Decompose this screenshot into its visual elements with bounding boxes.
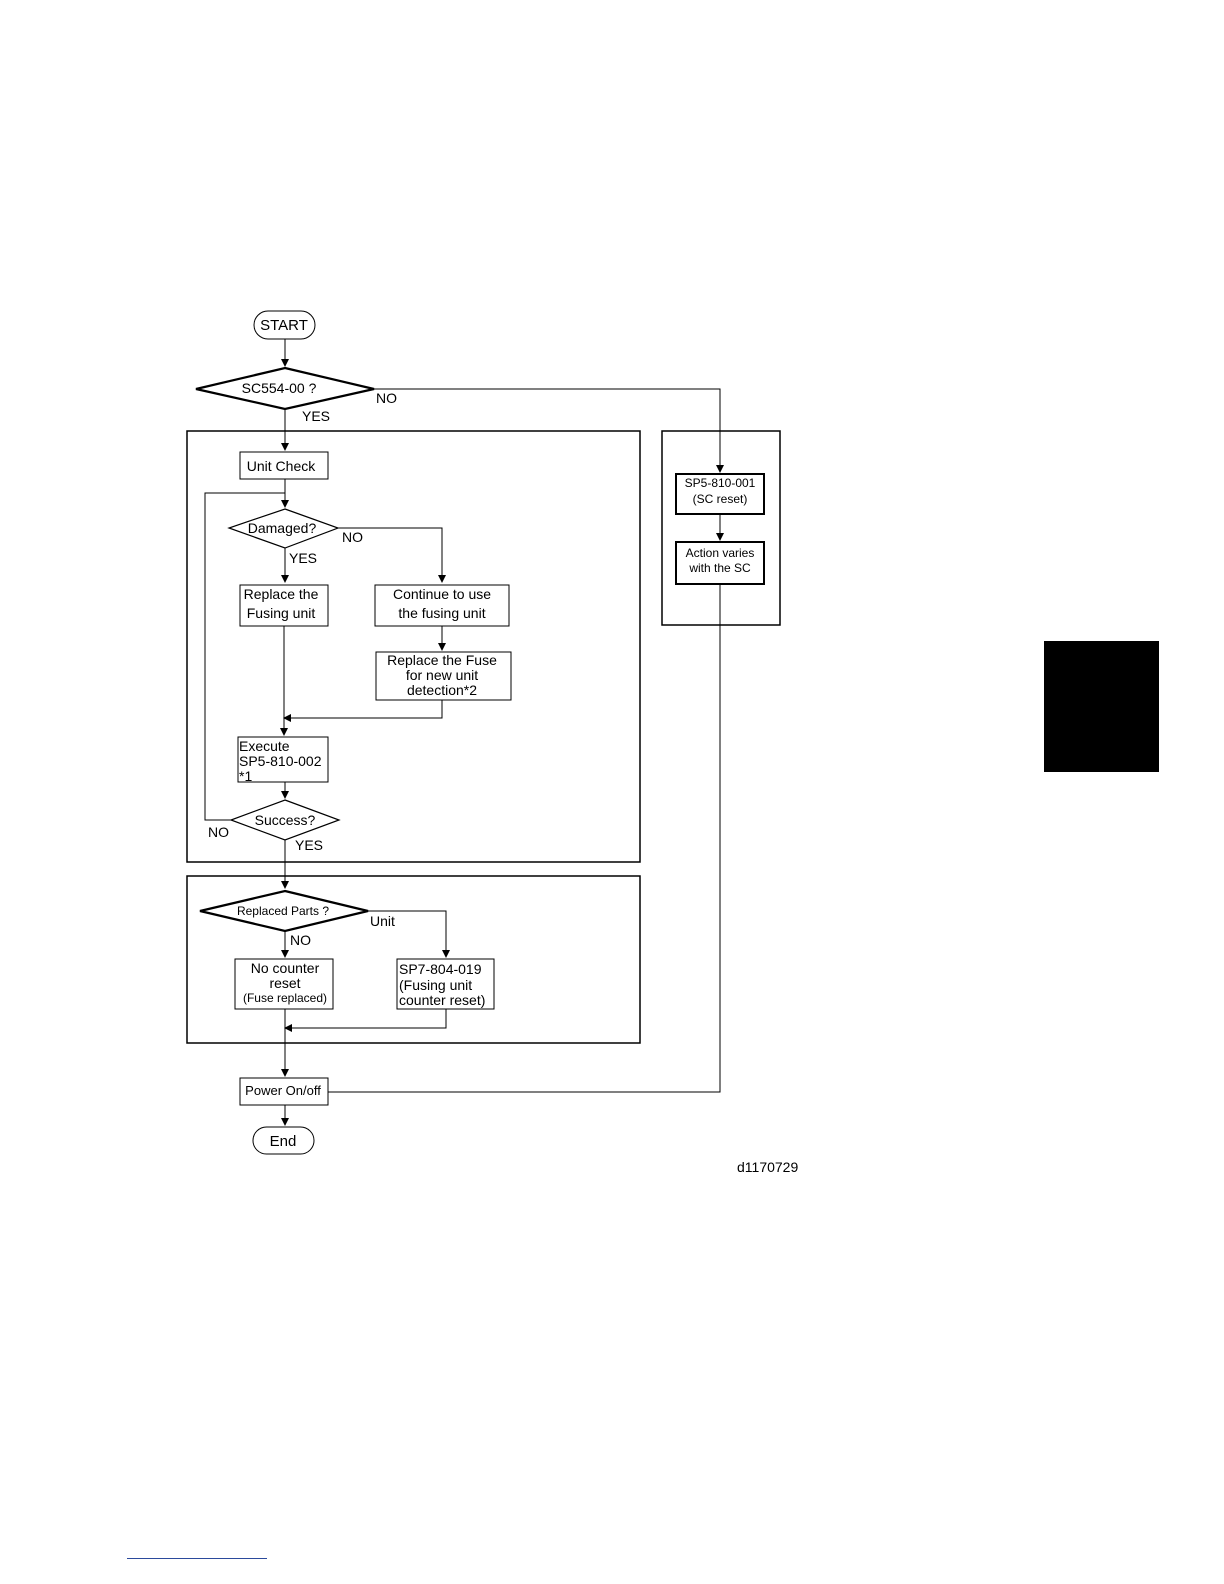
sp5-sc-reset-line2: (SC reset) (693, 492, 748, 506)
sp7-line3: counter reset) (399, 992, 485, 1008)
success-no-label: NO (208, 824, 229, 840)
sc554-yes-label: YES (302, 408, 330, 424)
replace-fuse-line2: for new unit (406, 667, 478, 683)
footer-rule (127, 1558, 267, 1559)
power-onoff-box (239, 1077, 329, 1106)
no-counter-line1: No counter (251, 960, 320, 976)
damaged-yes-label: YES (289, 550, 317, 566)
success-decision (229, 799, 341, 841)
no-counter-reset-box (234, 958, 334, 1010)
action-varies-box (675, 541, 765, 585)
sp7-counter-reset-box (396, 958, 495, 1010)
sp7-line2: (Fusing unit (399, 977, 472, 993)
replace-fuse-line1: Replace the Fuse (387, 652, 497, 668)
replace-fuse-box (375, 651, 512, 701)
no-counter-line3: (Fuse replaced) (243, 991, 327, 1005)
sp5-sc-reset-box (675, 473, 765, 515)
no-counter-line2: reset (269, 975, 300, 991)
start-terminator (253, 310, 316, 340)
connector-lines (204, 339, 724, 1126)
damaged-decision (227, 508, 340, 549)
success-decision-label: Success? (255, 812, 316, 828)
end-label: End (270, 1133, 297, 1150)
replaced-parts-decision (199, 889, 369, 933)
other-sc-group-frame (661, 430, 781, 626)
action-varies-line2: with the SC (688, 561, 751, 575)
replaced-parts-label: Replaced Parts ? (237, 904, 329, 918)
replaced-no-label: NO (290, 932, 311, 948)
sp7-line1: SP7-804-019 (399, 961, 482, 977)
action-varies-line1: Action varies (686, 546, 755, 560)
replace-fusing-unit-line1: Replace the (244, 586, 319, 602)
end-terminator (252, 1126, 315, 1155)
figure-id: d1170729 (737, 1159, 798, 1175)
sc554-decision-label: SC554-00 ? (242, 380, 317, 396)
replace-fusing-unit-line2: Fusing unit (247, 605, 316, 621)
success-yes-label: YES (295, 837, 323, 853)
sc554-no-label: NO (376, 390, 397, 406)
power-onoff-label: Power On/off (245, 1083, 321, 1098)
execute-sp5-line1: Execute (239, 738, 290, 754)
damaged-no-label: NO (342, 529, 363, 545)
chapter-side-tab (1044, 641, 1159, 772)
start-label: START (260, 317, 308, 334)
continue-fusing-unit-line1: Continue to use (393, 586, 491, 602)
replaced-unit-label: Unit (370, 913, 395, 929)
execute-sp5-line3: *1 (239, 768, 252, 784)
sc554-decision (195, 366, 375, 411)
continue-fusing-unit-box (374, 584, 510, 627)
execute-sp5-box (237, 736, 329, 783)
unit-check-group-frame (186, 430, 641, 863)
counter-reset-group-frame (186, 875, 641, 1044)
replace-fuse-line3: detection*2 (407, 682, 477, 698)
continue-fusing-unit-line2: the fusing unit (398, 605, 485, 621)
unit-check-box (239, 451, 329, 480)
damaged-decision-label: Damaged? (248, 520, 317, 536)
execute-sp5-line2: SP5-810-002 (239, 753, 322, 769)
replace-fusing-unit-box (239, 584, 329, 627)
sp5-sc-reset-line1: SP5-810-001 (685, 476, 756, 490)
unit-check-label: Unit Check (247, 458, 316, 474)
